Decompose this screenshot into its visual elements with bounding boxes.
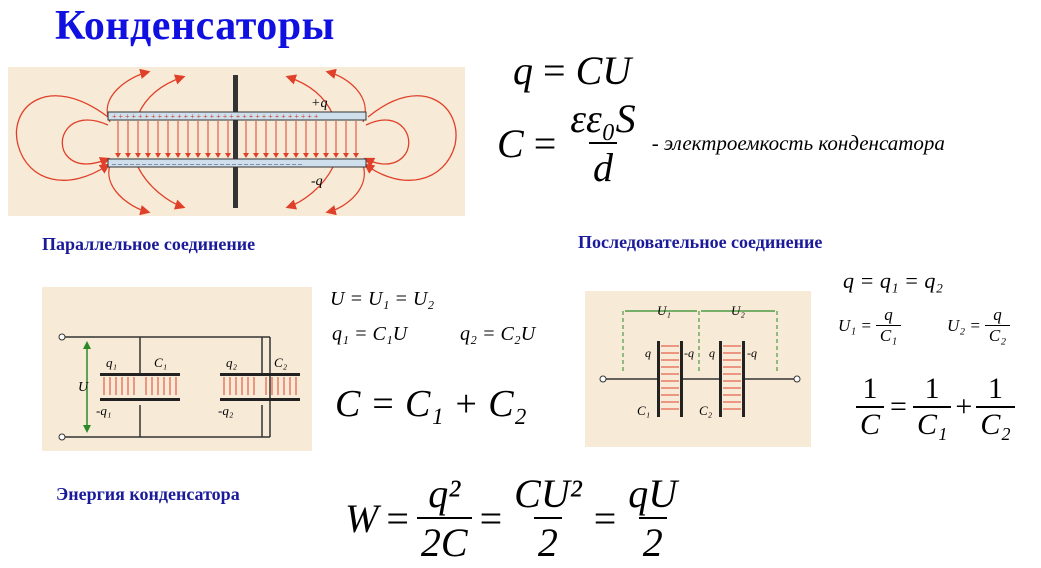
c2-label: C₂ <box>274 355 288 370</box>
negative-plate <box>107 158 367 168</box>
series-u2-formula: U₂ = q C₂ <box>947 305 1011 346</box>
capacitor-field-diagram: + + + + + + + + + + + + + + + + + + + + … <box>8 67 465 216</box>
parallel-c-formula: C = C₁ + C₂ <box>335 383 527 425</box>
u-label: U <box>78 380 89 395</box>
c2-series-label: C₂ <box>699 403 713 418</box>
parallel-circuit-diagram: U q₁ C₁ q₂ C₂ -q₁ -q₂ <box>42 287 312 451</box>
mq-right-label: -q <box>747 346 757 360</box>
series-circuit-svg: U₁ U₂ q -q q -q C₁ C₂ <box>599 303 801 418</box>
u1-label: U₁ <box>657 303 671 318</box>
series-circuit-diagram: U₁ U₂ q -q q -q C₁ C₂ <box>585 291 811 447</box>
q2-label: q₂ <box>226 355 238 370</box>
c1-label: C₁ <box>154 355 167 370</box>
heading-energy: Энергия конденсатора <box>56 484 240 504</box>
svg-text:+ + + + + + + + + + + + + + +: + + + + + + + + + + + + + + + + + + + + … <box>112 112 319 121</box>
heading-parallel: Параллельное соединение <box>42 234 256 254</box>
parallel-q2-formula: q₂ = C₂U <box>460 323 536 345</box>
mq-mid1-label: -q <box>684 346 694 360</box>
positive-plate <box>107 111 367 121</box>
svg-text:– – – – – – – – – – – – – – –: – – – – – – – – – – – – – – – – – – – – … <box>111 159 303 168</box>
u2-label: U₂ <box>731 303 745 318</box>
parallel-u-formula: U = U₁ = U₂ <box>330 288 435 310</box>
parallel-circuit-svg: U q₁ C₁ q₂ C₂ -q₁ -q₂ <box>58 333 300 441</box>
mq1-label: -q₁ <box>96 403 111 418</box>
capacitance-note: - электроемкость конденсатора <box>651 130 945 155</box>
heading-series: Последовательное соединение <box>578 232 823 252</box>
series-inverse-formula: 1 C = 1 C₁ + 1 C₂ <box>856 372 1015 442</box>
c1-series-label: C₁ <box>637 403 650 418</box>
q-left-label: q <box>645 346 651 360</box>
q1-label: q₁ <box>106 355 117 370</box>
plus-q-label: +q <box>311 96 327 111</box>
formula-capacitance: C = εε₀S d - электроемкость конденсатора <box>497 96 945 190</box>
page-title: Конденсаторы <box>55 3 335 49</box>
energy-formula: W = q² 2C = CU² 2 = qU 2 <box>345 471 678 565</box>
q-mid2-label: q <box>709 346 715 360</box>
parallel-q1-formula: q₁ = C₁U <box>332 323 408 345</box>
plate-holder-rod <box>233 75 238 208</box>
series-q-formula: q = q₁ = q₂ <box>843 268 943 293</box>
minus-q-label: -q <box>311 174 323 189</box>
capacitor-field-svg: + + + + + + + + + + + + + + + + + + + + … <box>15 68 457 216</box>
formula-charge: q = CU <box>513 48 632 93</box>
series-u1-formula: U₁ = q C₁ <box>838 305 902 346</box>
uniform-field-lines <box>117 121 357 157</box>
mq2-label: -q₂ <box>218 403 234 418</box>
